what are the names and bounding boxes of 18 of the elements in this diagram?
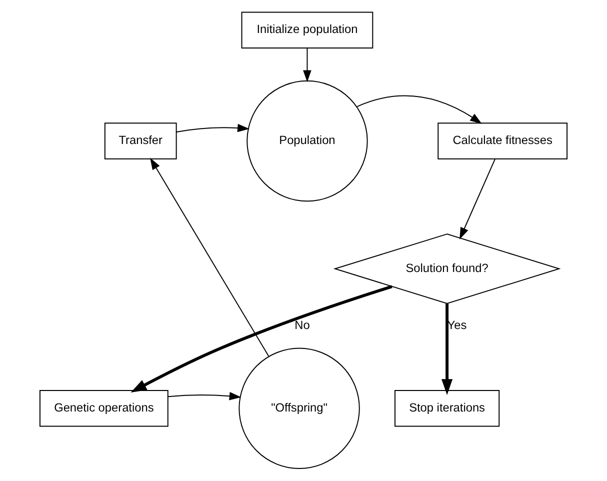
node-box: Transfer <box>104 122 177 160</box>
node-diamond: Solution found? <box>333 234 561 304</box>
arrow <box>441 304 453 395</box>
arrow <box>356 95 482 124</box>
edge-label: No <box>294 318 310 332</box>
arrow <box>460 158 496 240</box>
node-box: Genetic operations <box>39 390 168 427</box>
arrow <box>150 158 270 357</box>
arrow <box>168 392 242 400</box>
arrow <box>303 48 312 82</box>
node-circle: "Offspring" <box>238 348 360 469</box>
node-box: Initialize population <box>241 12 374 48</box>
node-circle: Population <box>246 80 368 202</box>
arrow <box>130 285 392 392</box>
arrow <box>176 124 250 132</box>
node-box: Stop iterations <box>394 390 500 427</box>
node-box: Calculate fitnesses <box>438 122 568 160</box>
edge-label: Yes <box>447 318 467 332</box>
